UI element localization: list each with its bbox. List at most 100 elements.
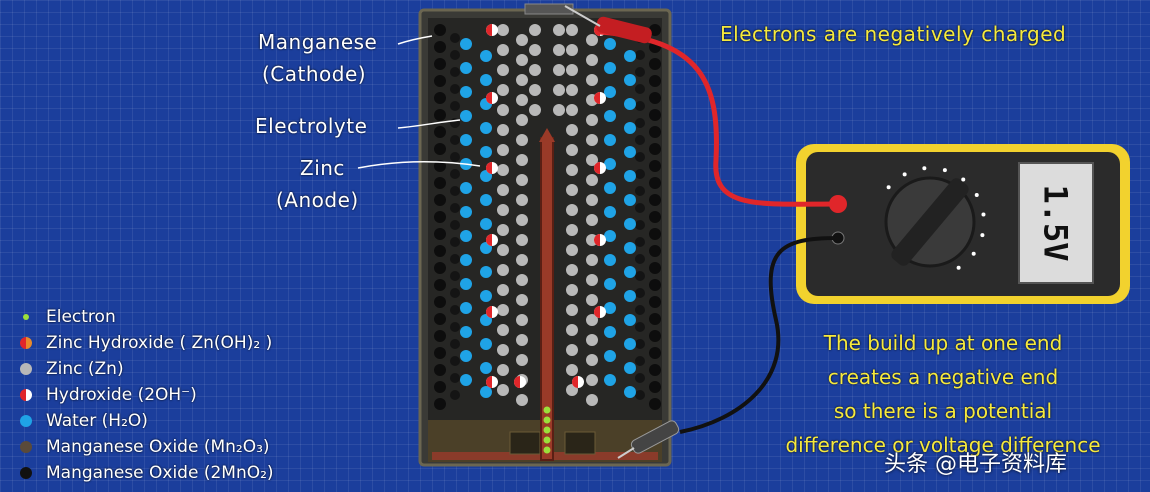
zinc-particle <box>586 254 598 266</box>
zinc-particle <box>586 174 598 186</box>
manganese-oxide-particle <box>434 211 446 223</box>
manganese-oxide-particle <box>635 169 645 179</box>
manganese-oxide-particle <box>450 169 460 179</box>
manganese-oxide-particle <box>635 254 645 264</box>
manganese-oxide-particle <box>434 364 446 376</box>
water-particle <box>624 218 636 230</box>
manganese-oxide-particle <box>450 50 460 60</box>
water-particle <box>480 122 492 134</box>
zinc-particle <box>516 34 528 46</box>
water-particle <box>460 302 472 314</box>
explanation-line: creates a negative end <box>827 365 1059 389</box>
zinc-particle <box>516 254 528 266</box>
manganese-oxide-particle <box>635 101 645 111</box>
manganese-oxide-particle <box>434 194 446 206</box>
manganese-oxide-particle <box>450 254 460 264</box>
zinc-particle <box>586 54 598 66</box>
zinc-particle <box>553 84 565 96</box>
label-zinc: Zinc <box>300 156 345 180</box>
electron-particle <box>543 416 551 424</box>
pointer-zinc <box>357 161 481 169</box>
water-particle <box>480 146 492 158</box>
manganese-oxide-particle <box>649 279 661 291</box>
water-particle <box>480 266 492 278</box>
zinc-particle <box>516 194 528 206</box>
zinc-particle <box>529 84 541 96</box>
manganese-oxide-particle <box>450 390 460 400</box>
water-particle <box>604 206 616 218</box>
water-particle <box>480 386 492 398</box>
electron-particles <box>543 406 551 454</box>
explanation-text: The build up at one end creates a negati… <box>748 326 1138 462</box>
legend-dot-electron <box>23 314 29 320</box>
manganese-oxide-particle <box>635 339 645 349</box>
manganese-oxide-particle <box>434 279 446 291</box>
hydroxide-particle-half <box>594 234 600 246</box>
manganese-oxide-particle <box>635 373 645 383</box>
manganese-oxide-particle <box>450 152 460 162</box>
zinc-particle <box>566 144 578 156</box>
dial-tick <box>961 177 966 182</box>
zinc-particle <box>497 224 509 236</box>
water-particle <box>604 374 616 386</box>
zinc-particle <box>566 204 578 216</box>
manganese-oxide-particle <box>635 237 645 247</box>
water-particle <box>624 50 636 62</box>
zinc-particle <box>586 374 598 386</box>
zinc-particles <box>497 24 598 406</box>
manganese-oxide-particle <box>649 313 661 325</box>
red-probe <box>596 16 652 44</box>
manganese-oxide-particle <box>635 84 645 94</box>
zinc-particle <box>586 34 598 46</box>
water-particle <box>480 50 492 62</box>
legend: Electron Zinc Hydroxide ( Zn(OH)₂ ) Zinc… <box>20 304 274 486</box>
water-particle <box>460 374 472 386</box>
manganese-oxide-particle <box>649 194 661 206</box>
zinc-particle <box>529 44 541 56</box>
legend-label: Electron <box>46 307 116 327</box>
zinc-particle <box>516 394 528 406</box>
zinc-particle <box>553 44 565 56</box>
multimeter-display: 1.5V <box>1018 162 1094 284</box>
water-particle <box>460 110 472 122</box>
manganese-oxide-particle <box>434 313 446 325</box>
manganese-oxide-particle <box>635 356 645 366</box>
water-particle <box>480 218 492 230</box>
manganese-oxide-particle <box>434 177 446 189</box>
zinc-particle <box>553 64 565 76</box>
water-particle <box>624 386 636 398</box>
water-particle <box>604 158 616 170</box>
water-particle <box>460 134 472 146</box>
zinc-particle <box>566 164 578 176</box>
manganese-oxide-particle <box>450 356 460 366</box>
zinc-particle <box>529 24 541 36</box>
legend-item-water: Water (H₂O) <box>20 408 274 434</box>
red-probe-tip <box>564 5 601 27</box>
zinc-particle <box>516 234 528 246</box>
manganese-oxide-particle <box>649 296 661 308</box>
manganese-oxide-particle <box>434 24 446 36</box>
zinc-particle <box>529 64 541 76</box>
collector-rod-tip <box>539 128 555 142</box>
water-particle <box>460 230 472 242</box>
red-lead <box>599 29 839 207</box>
zinc-particle <box>566 244 578 256</box>
dial-knob <box>891 178 969 266</box>
explanation-line: difference or voltage difference <box>785 433 1101 457</box>
zinc-particle <box>516 114 528 126</box>
manganese-oxide-particle <box>450 322 460 332</box>
zinc-particle <box>566 24 578 36</box>
manganese-oxide-particle <box>649 262 661 274</box>
zinc-particle <box>566 184 578 196</box>
zinc-particle <box>516 94 528 106</box>
battery-top-cap <box>524 3 574 15</box>
zinc-particle <box>497 124 509 136</box>
zinc-particle <box>566 264 578 276</box>
electron-particle <box>543 446 551 454</box>
manganese-oxide-particle <box>635 203 645 213</box>
zinc-particle <box>497 164 509 176</box>
manganese-oxide-particle <box>635 118 645 128</box>
manganese-oxide-particle <box>450 186 460 196</box>
zinc-particle <box>516 174 528 186</box>
water-particle <box>604 182 616 194</box>
